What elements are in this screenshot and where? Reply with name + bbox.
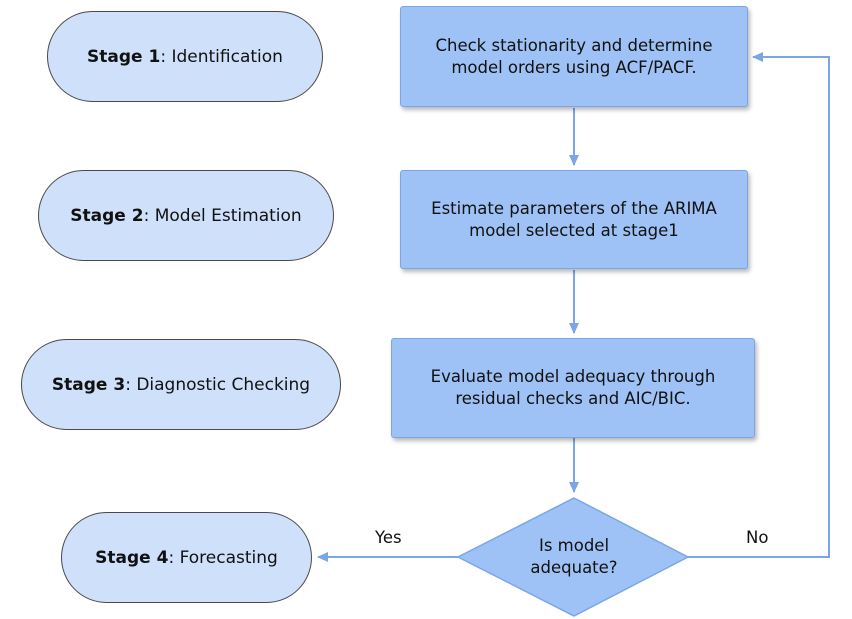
decision-line2: adequate? [530,558,618,577]
process-diagnostic-line1: Evaluate model adequacy through [430,367,716,386]
stage-4-title: : Forecasting [168,547,278,568]
decision-text: Is model adequate? [494,535,654,579]
stage-2-title: : Model Estimation [143,205,302,226]
stage-1-pill: Stage 1: Identification [47,11,323,102]
process-diagnostic-box: Evaluate model adequacy through residual… [391,338,755,438]
process-identification-line2: model orders using ACF/PACF. [451,57,697,77]
stage-2-number: Stage 2 [70,205,144,226]
stage-4-pill: Stage 4: Forecasting [61,512,312,603]
stage-4-number: Stage 4 [95,547,169,568]
stage-3-number: Stage 3 [51,374,126,395]
process-estimation-box: Estimate parameters of the ARIMA model s… [400,170,748,269]
stage-2-pill: Stage 2: Model Estimation [38,170,334,261]
no-label: No [746,528,769,547]
process-diagnostic-line2: residual checks and AIC/BIC. [455,389,691,408]
process-identification-box: Check stationarity and determine model o… [400,6,748,107]
process-identification-line1: Check stationarity and determine [435,35,713,55]
stage-3-title: : Diagnostic Checking [125,374,311,395]
stage-1-title: : Identification [160,46,283,67]
yes-label: Yes [375,528,402,547]
arrow-no-feedback [688,52,830,558]
process-estimation-line1: Estimate parameters of the ARIMA [431,198,717,218]
process-estimation-line2: model selected at stage1 [469,220,679,240]
stage-1-number: Stage 1 [87,46,161,67]
decision-diamond [456,497,690,617]
decision-line1: Is model [538,536,610,555]
stage-3-pill: Stage 3: Diagnostic Checking [21,339,341,430]
